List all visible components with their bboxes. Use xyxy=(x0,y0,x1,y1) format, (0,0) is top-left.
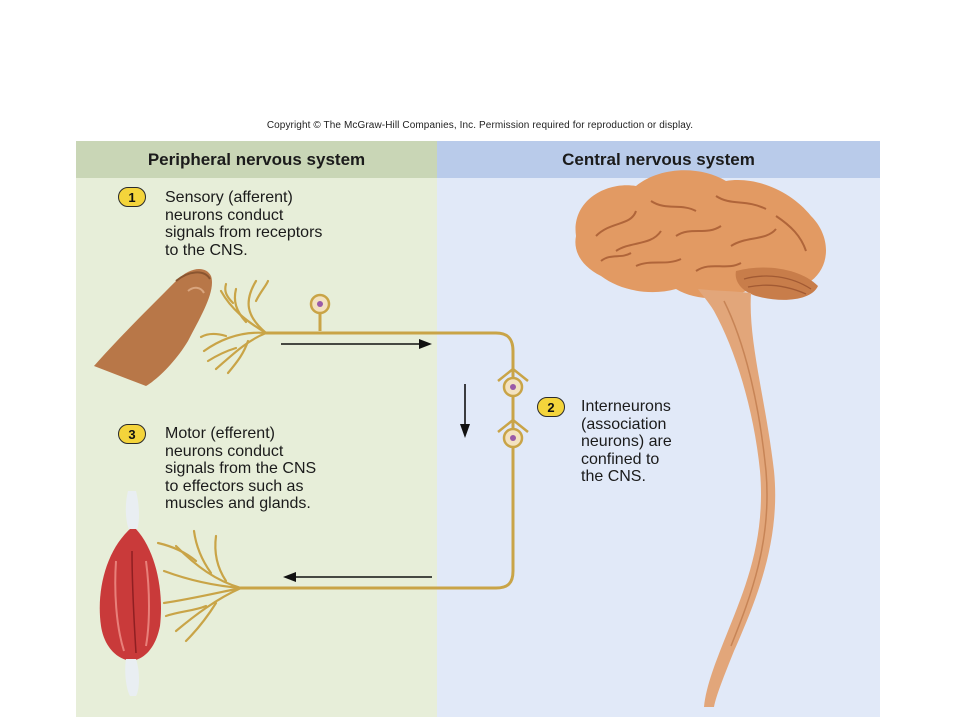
interneuron-upper xyxy=(497,367,529,398)
arrow-right-icon xyxy=(281,339,432,349)
step-3-badge: 3 xyxy=(118,424,146,444)
step-3-caption: Motor (efferent) neurons conduct signals… xyxy=(165,425,317,512)
finger-icon xyxy=(94,269,212,386)
arrow-down-icon xyxy=(460,384,470,438)
step-1-badge: 1 xyxy=(118,187,146,207)
arrow-left-icon xyxy=(283,572,432,582)
spinal-cord-icon xyxy=(698,289,776,707)
copyright-notice: Copyright © The McGraw-Hill Companies, I… xyxy=(266,120,694,131)
step-2-badge: 2 xyxy=(537,397,565,417)
motor-dendrites xyxy=(156,529,243,643)
muscle-icon xyxy=(99,491,161,696)
sensory-dendrites xyxy=(199,279,270,375)
interneuron-lower xyxy=(497,418,529,449)
sensory-cell-body xyxy=(309,293,331,331)
nervous-system-figure: Peripheral nervous system Central nervou… xyxy=(76,141,880,717)
step-2-caption: Interneurons (association neurons) are c… xyxy=(581,398,672,485)
cns-header: Central nervous system xyxy=(437,141,880,178)
brain-icon xyxy=(575,170,826,300)
pns-header: Peripheral nervous system xyxy=(76,141,437,178)
step-1-caption: Sensory (afferent) neurons conduct signa… xyxy=(165,189,323,259)
nerve-pathway xyxy=(239,331,515,590)
diagram-art xyxy=(94,170,826,707)
